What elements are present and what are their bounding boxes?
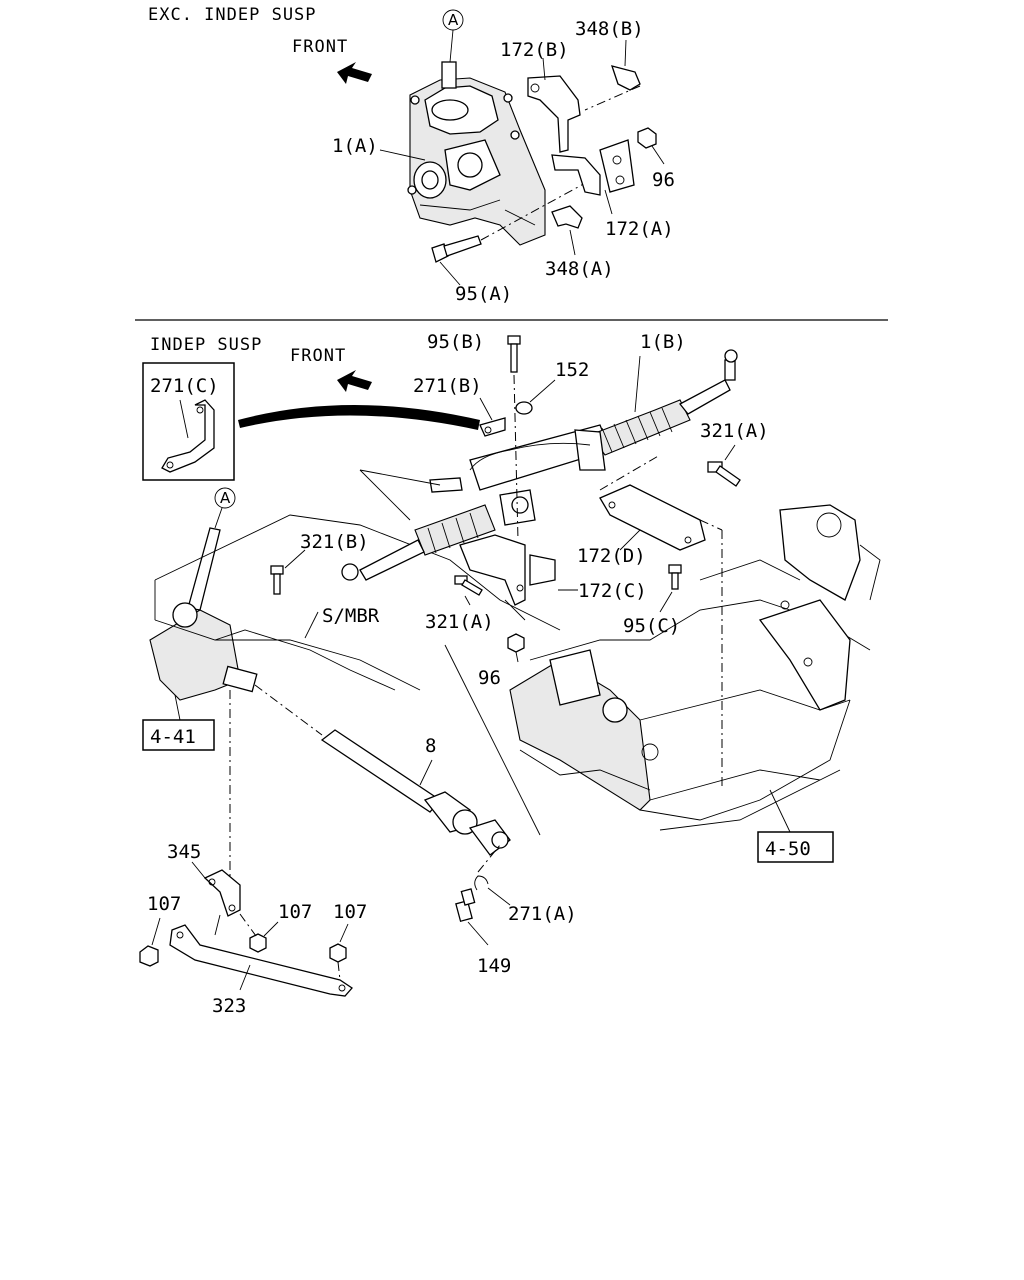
- ref-box-4-50: 4-50: [757, 831, 834, 863]
- label-95c: 95(C): [623, 615, 680, 637]
- label-95a: 95(A): [455, 283, 512, 305]
- bolt-321a-left: [454, 575, 483, 606]
- washer-152: [515, 379, 556, 415]
- bolt-321a-right: [707, 444, 741, 487]
- label-s-mbr: S/MBR: [322, 605, 380, 627]
- chassis-frame: [509, 504, 881, 831]
- bracket-172a: [551, 139, 635, 196]
- circle-ref-a-top: A: [442, 9, 464, 63]
- label-172b: 172(B): [500, 39, 569, 61]
- clip-348b: [584, 39, 641, 111]
- section-title-indep-susp: INDEP SUSP: [150, 335, 262, 355]
- label-1b: 1(B): [640, 331, 686, 353]
- circle-ref-a-bottom: A: [214, 487, 236, 529]
- label-107-left: 107: [147, 893, 181, 915]
- label-1a: 1(A): [332, 135, 378, 157]
- intermediate-shaft-8: [254, 684, 511, 856]
- bracket-172c: [459, 534, 556, 606]
- label-149: 149: [477, 955, 511, 977]
- bracket-172d: [599, 454, 723, 790]
- bolt-95a: [431, 174, 601, 286]
- label-96-bottom: 96: [478, 667, 501, 689]
- label-107-mid: 107: [278, 901, 312, 923]
- label-96-top: 96: [652, 169, 675, 191]
- clip-271a: [474, 844, 511, 906]
- label-107-right: 107: [333, 901, 367, 923]
- label-348a: 348(A): [545, 258, 614, 280]
- nut-107-mid: [239, 913, 279, 953]
- label-321a-right: 321(A): [700, 420, 769, 442]
- nut-96-top: [637, 127, 665, 165]
- clip-348a: [551, 205, 583, 256]
- clip-271b: [479, 397, 506, 437]
- front-arrow-icon: [337, 62, 372, 84]
- stay-bracket-345: [203, 869, 241, 917]
- ref-box-4-41: 4-41: [142, 694, 215, 751]
- inset-box-271c: [142, 362, 235, 481]
- front-label-top: FRONT: [292, 37, 348, 57]
- label-345: 345: [167, 841, 201, 863]
- bolt-321b: [270, 549, 306, 595]
- label-271c: 271(C): [150, 375, 219, 397]
- rack-and-pinion-assembly: [341, 349, 738, 581]
- label-8: 8: [425, 735, 436, 757]
- bracket-172b: [527, 75, 581, 153]
- steering-gear-box: [407, 61, 546, 246]
- svg-text:4-41: 4-41: [150, 726, 196, 748]
- label-172c: 172(C): [578, 580, 647, 602]
- svg-text:A: A: [220, 489, 231, 507]
- steering-column-lower: [149, 527, 258, 701]
- svg-text:A: A: [448, 11, 459, 29]
- bolt-149: [455, 888, 489, 946]
- label-152: 152: [555, 359, 589, 381]
- section-title-exc-indep-susp: EXC. INDEP SUSP: [148, 5, 317, 25]
- label-271b: 271(B): [413, 375, 482, 397]
- label-323: 323: [212, 995, 246, 1017]
- callout-arrow: [238, 405, 480, 430]
- nut-107-right: [329, 923, 349, 981]
- label-172a: 172(A): [605, 218, 674, 240]
- label-271a: 271(A): [508, 903, 577, 925]
- nut-96-bottom: [507, 633, 525, 663]
- front-arrow-icon: [337, 370, 372, 392]
- front-label-bottom: FRONT: [290, 346, 346, 366]
- bolt-95c: [659, 564, 682, 613]
- label-95b: 95(B): [427, 331, 484, 353]
- label-321b: 321(B): [300, 531, 369, 553]
- stay-rod-323: [169, 914, 353, 997]
- nut-107-left: [139, 917, 161, 967]
- label-172d: 172(D): [577, 545, 646, 567]
- label-321a-left: 321(A): [425, 611, 494, 633]
- label-348b: 348(B): [575, 18, 644, 40]
- svg-text:4-50: 4-50: [765, 838, 811, 860]
- bolt-95b: [507, 335, 521, 541]
